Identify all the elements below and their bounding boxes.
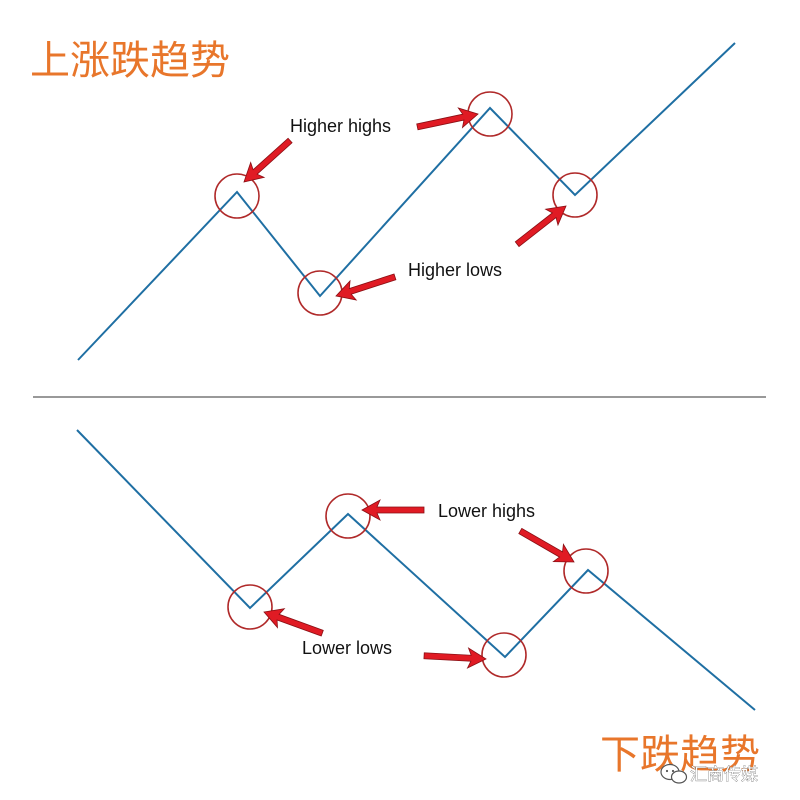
downtrend-title: 下跌趋势	[600, 732, 760, 778]
uptrend-high-circle-1	[214, 173, 260, 219]
downtrend-high-circle-1	[325, 493, 371, 539]
lower-lows-label: Lower lows	[302, 638, 392, 658]
uptrend-low-circle-2	[552, 172, 598, 218]
uptrend-low-circle-1	[297, 270, 343, 316]
watermark: 汇商传媒	[660, 763, 758, 785]
arrow-to-low-1	[332, 266, 399, 307]
downtrend-line	[76, 429, 756, 711]
wechat-icon	[660, 763, 688, 784]
lower-highs-label: Lower highs	[438, 501, 535, 521]
higher-highs-label: Higher highs	[290, 116, 391, 136]
watermark-text: 汇商传媒	[690, 765, 758, 785]
arrow-to-high-2	[414, 103, 481, 138]
arrow-to-low-2	[510, 197, 573, 253]
arrow-to-lower-low-2	[423, 645, 488, 670]
arrow-to-lower-high-1	[361, 499, 425, 521]
uptrend-title: 上涨跌趋势	[30, 38, 230, 84]
arrow-to-high-1	[236, 132, 298, 190]
uptrend-line	[77, 42, 736, 361]
higher-lows-label: Higher lows	[408, 260, 502, 280]
downtrend-low-circle-2	[481, 632, 527, 678]
downtrend-high-circle-2	[563, 548, 609, 594]
arrow-to-lower-high-2	[514, 521, 580, 572]
arrow-to-lower-low-1	[260, 602, 327, 644]
downtrend-low-circle-1	[227, 584, 273, 630]
